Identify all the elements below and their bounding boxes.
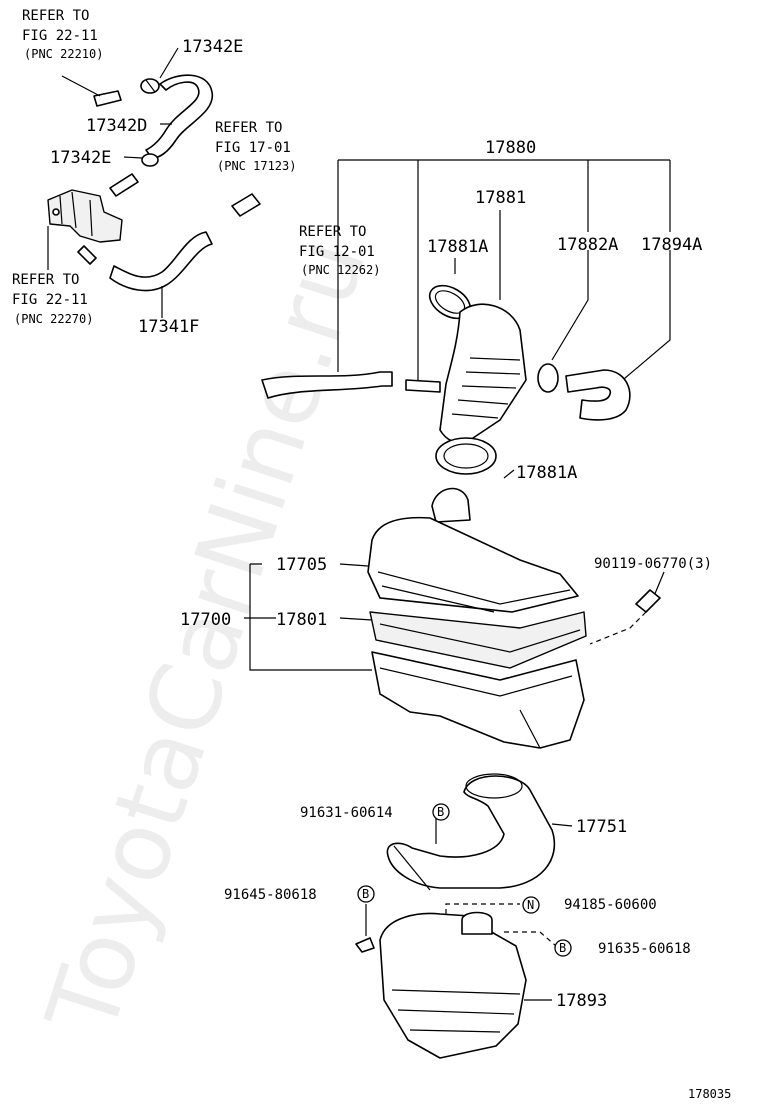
joint-tube — [405, 379, 441, 393]
filter-element-17801[interactable] — [369, 611, 587, 669]
bolt-90119[interactable] — [635, 589, 661, 613]
ref-17123-line2: FIG 17-01 — [215, 140, 291, 156]
ref-22210-line1: REFER TO — [22, 8, 89, 24]
vacuum-hose-group — [47, 74, 261, 318]
svg-text:B: B — [437, 805, 444, 819]
label-94185: 94185-60600 — [564, 897, 657, 913]
label-17881a-upper: 17881A — [427, 237, 488, 257]
duct-and-resonator — [355, 773, 573, 1059]
air-cleaner-assembly — [244, 487, 665, 749]
symbol-n-94185: N — [522, 896, 540, 914]
resonator-17893[interactable] — [379, 912, 527, 1059]
label-91631: 91631-60614 — [300, 805, 393, 821]
label-17751: 17751 — [576, 817, 627, 837]
cap-outlet — [431, 487, 471, 523]
valve-port-lower — [77, 245, 97, 265]
label-17801: 17801 — [276, 610, 327, 630]
svg-text:N: N — [527, 898, 534, 912]
ref-22210-line2: FIG 22-11 — [22, 28, 98, 44]
ref-12262-line1: REFER TO — [299, 224, 366, 240]
label-17342e-upper: 17342E — [182, 37, 243, 57]
svg-text:B: B — [362, 887, 369, 901]
bolt-91645[interactable] — [355, 937, 375, 953]
label-17881: 17881 — [475, 188, 526, 208]
label-91645: 91645-80618 — [224, 887, 317, 903]
symbol-b-91631: B — [432, 803, 450, 821]
valve-port — [109, 173, 139, 197]
label-17342e-lower: 17342E — [50, 148, 111, 168]
ref-22270-line2: FIG 22-11 — [12, 292, 88, 308]
label-17881a-lower: 17881A — [516, 463, 577, 483]
inlet-duct-17751[interactable] — [386, 775, 556, 889]
watermark: ToyotaCarNine.ru — [25, 225, 388, 1048]
svg-text:B: B — [559, 941, 566, 955]
hose-17341f[interactable] — [109, 231, 213, 292]
label-17880: 17880 — [485, 138, 536, 158]
ref-17123-line1: REFER TO — [215, 120, 282, 136]
label-17341f: 17341F — [138, 317, 199, 337]
symbol-b-91645: B — [357, 885, 375, 903]
clamp-17882a[interactable] — [537, 363, 559, 393]
label-17705: 17705 — [276, 555, 327, 575]
air-cleaner-cap-17705[interactable] — [367, 516, 579, 613]
label-17894a: 17894A — [641, 235, 702, 255]
air-cleaner-case[interactable] — [371, 651, 585, 749]
ref-12262-line2: FIG 12-01 — [299, 244, 375, 260]
ref-22270-line1: REFER TO — [12, 272, 79, 288]
label-90119: 90119-06770(3) — [594, 556, 712, 572]
vsv-valve[interactable] — [47, 189, 123, 243]
elbow-17894a[interactable] — [565, 369, 631, 421]
figure-number: 178035 — [688, 1087, 731, 1101]
label-17700: 17700 — [180, 610, 231, 630]
pipe-stub-22210 — [93, 90, 122, 107]
label-17882a: 17882A — [557, 235, 618, 255]
ref-22270-line3: (PNC 22270) — [14, 312, 93, 326]
label-17342d: 17342D — [86, 116, 147, 136]
ref-17123-line3: (PNC 17123) — [217, 159, 296, 173]
label-17893: 17893 — [556, 991, 607, 1011]
clamp-17342e-lower[interactable] — [141, 153, 159, 167]
ref-22210-line3: (PNC 22210) — [24, 47, 103, 61]
symbol-b-91635: B — [554, 939, 572, 957]
breather-pipe[interactable] — [261, 371, 393, 399]
intake-hose-group — [261, 159, 671, 479]
pipe-stub-17123 — [231, 193, 261, 217]
ref-12262-line3: (PNC 12262) — [301, 263, 380, 277]
label-91635: 91635-60618 — [598, 941, 691, 957]
